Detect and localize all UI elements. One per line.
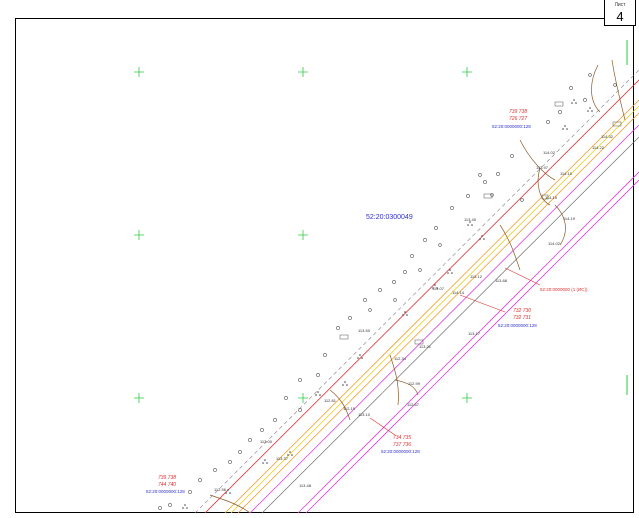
elevation-label: 113.12 bbox=[470, 274, 483, 279]
grid-crosses bbox=[134, 67, 472, 403]
elevation-label: 113.45 bbox=[464, 217, 477, 222]
contour-curves bbox=[209, 59, 626, 514]
parcel-number-red: 734 735 bbox=[393, 435, 411, 441]
elevation-label: 112.19 bbox=[343, 406, 356, 411]
elevation-label: 114.19 bbox=[563, 216, 576, 221]
parcel-cadastral-number: 52:20:0000000:128 bbox=[492, 124, 531, 129]
elevation-label: 114.02 bbox=[543, 150, 556, 155]
elevation-label: 112.81 bbox=[324, 398, 337, 403]
parcel-number-red: 737 736 bbox=[393, 442, 411, 448]
parcel-number-red: 744 740 bbox=[158, 482, 176, 488]
grey-line bbox=[261, 136, 639, 514]
elevation-label: 113.48 bbox=[299, 483, 312, 488]
elevation-label: 113.88 bbox=[495, 278, 508, 283]
corridor-lines bbox=[194, 69, 639, 514]
sheet-label: Лист bbox=[614, 2, 626, 8]
elevation-label: 114.32 bbox=[601, 134, 614, 139]
elevation-label: 114.22 bbox=[592, 145, 605, 150]
elevation-label: 113.10 bbox=[358, 412, 371, 417]
elevation-label: 112.99 bbox=[408, 381, 421, 386]
elevation-label: 114.10 bbox=[560, 171, 573, 176]
parcel-number-red: 726 727 bbox=[509, 116, 527, 122]
utility-symbols bbox=[339, 101, 622, 345]
elevation-label: 113.00 bbox=[260, 439, 273, 444]
orange-line bbox=[237, 112, 639, 514]
elevation-label: 113.21 bbox=[419, 344, 432, 349]
red-boundary-line bbox=[204, 79, 639, 514]
parcel-label-group: 739 738 726 727 52:20:0000000:128 52:20:… bbox=[146, 109, 588, 494]
magenta-line bbox=[305, 179, 639, 514]
magenta-line bbox=[249, 124, 639, 514]
elevation-label: 113.50 bbox=[358, 328, 371, 333]
cadastral-block-label: 52:20:0300049 bbox=[366, 214, 413, 221]
elevation-label: 113.07 bbox=[432, 286, 445, 291]
elevation-marks: 114.02 113.97 114.10 114.22 114.32 114.1… bbox=[214, 134, 614, 492]
magenta-line bbox=[297, 171, 639, 514]
leader-lines bbox=[369, 267, 541, 436]
parcel-cadastral-number: 52:20:0000000:128 bbox=[146, 489, 185, 494]
elevation-label: 113.37 bbox=[276, 456, 289, 461]
parcel-number-red: 739 738 bbox=[509, 109, 527, 115]
parcel-number-red: 732 731 bbox=[513, 315, 531, 321]
elevation-label: 112.56 bbox=[214, 487, 227, 492]
sheet-number-box: Лист 4 bbox=[604, 0, 636, 26]
elevation-label: 113.17 bbox=[468, 331, 481, 336]
point-markers bbox=[158, 73, 617, 510]
elevation-label: 112.67 bbox=[407, 402, 420, 407]
yellow-line bbox=[230, 105, 639, 514]
parcel-number-red: 732 730 bbox=[513, 308, 531, 314]
parcel-cadastral-number: 52:20:0000000 (1 (ИС)) bbox=[540, 287, 588, 292]
elevation-label: 114.14 bbox=[452, 290, 465, 295]
elevation-label: 112.34 bbox=[394, 356, 407, 361]
elevation-label: 113.97 bbox=[536, 165, 549, 170]
elevation-label: 114.02 bbox=[548, 241, 561, 246]
sheet-number: 4 bbox=[616, 9, 624, 24]
tree-symbols bbox=[182, 99, 593, 509]
parcel-cadastral-number: 52:20:0000000:128 bbox=[498, 323, 537, 328]
elevation-label: 114.15 bbox=[545, 195, 558, 200]
parcel-number-red: 739 738 bbox=[158, 475, 176, 481]
orange-line bbox=[224, 99, 639, 514]
parcel-cadastral-number: 52:20:0000000:128 bbox=[381, 449, 420, 454]
